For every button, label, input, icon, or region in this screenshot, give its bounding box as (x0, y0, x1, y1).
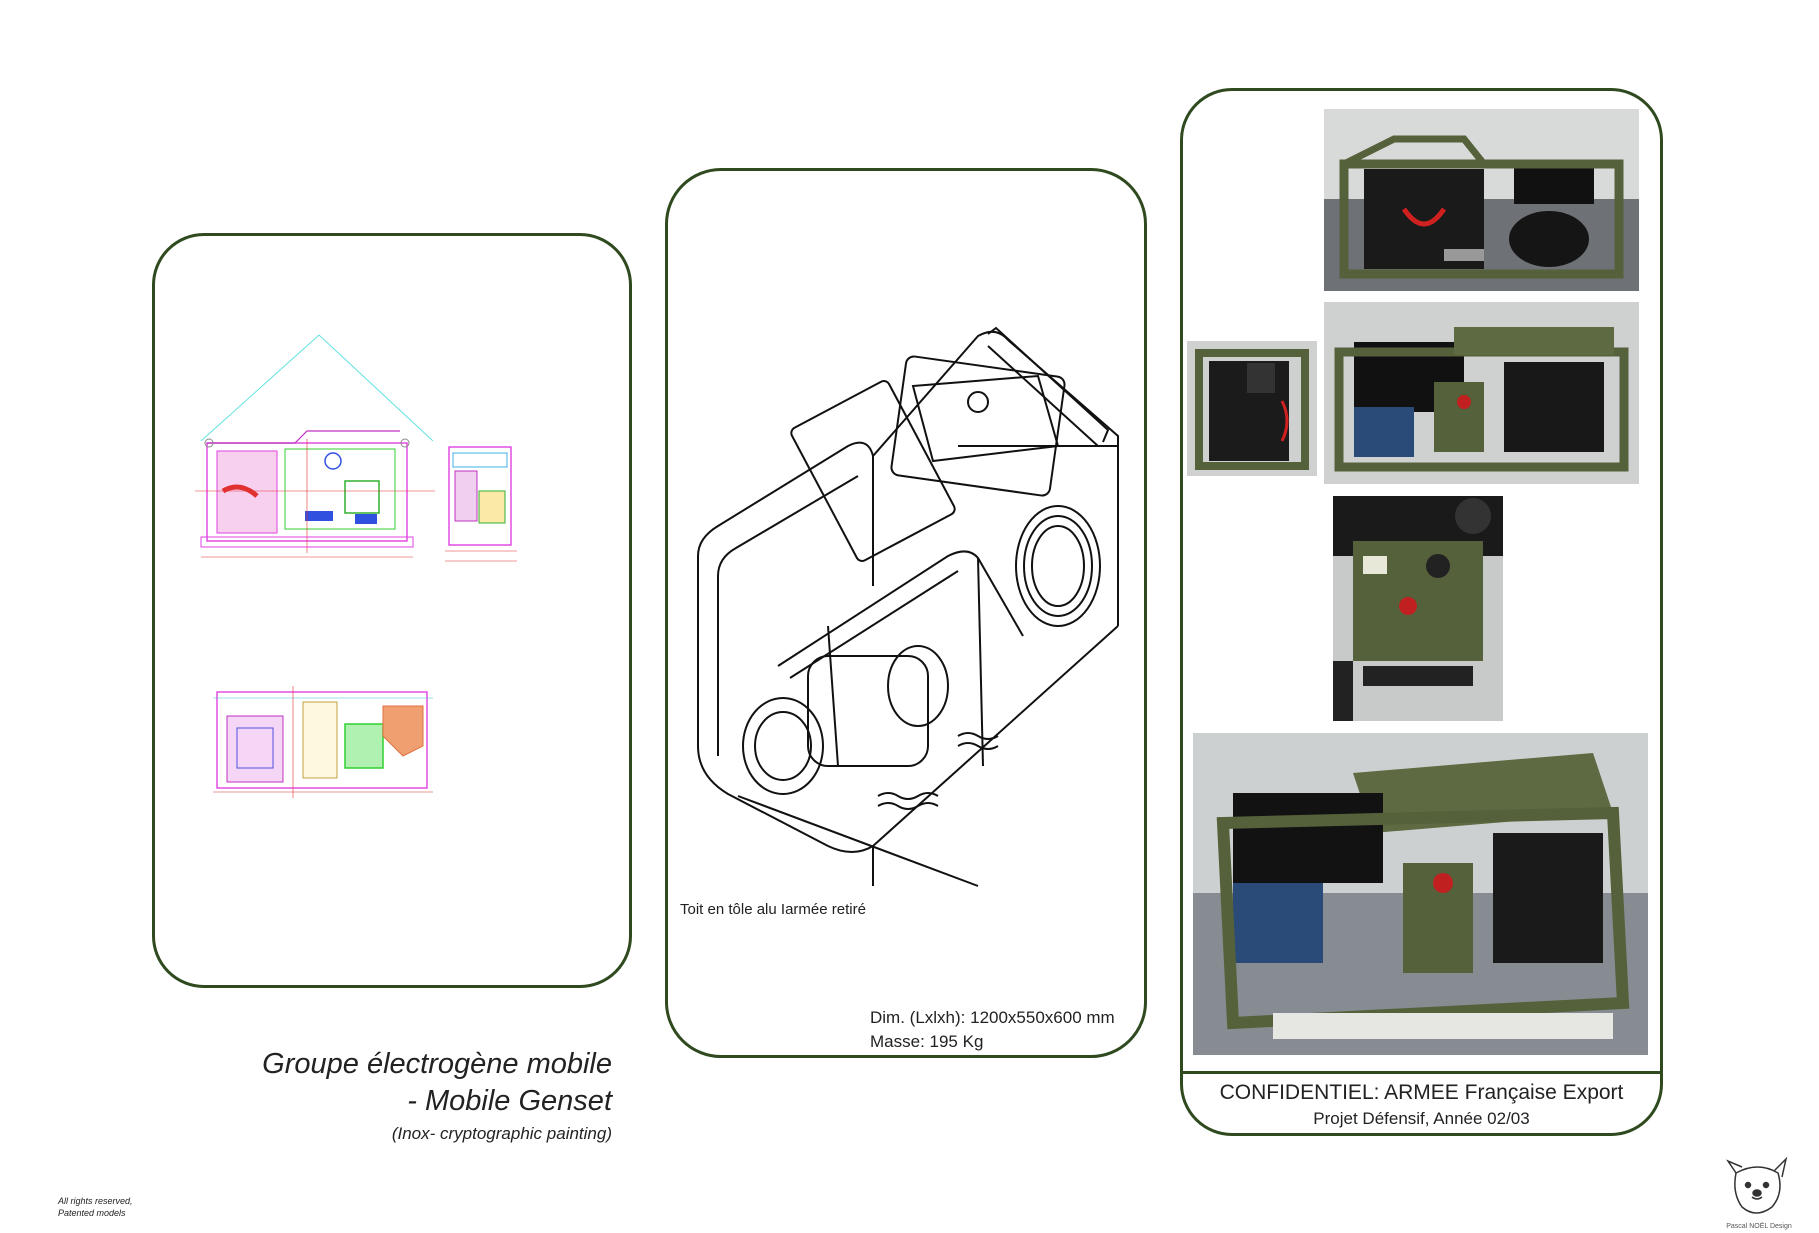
photo-genset-side (1324, 109, 1639, 291)
cad-top-view (213, 686, 433, 798)
cad-side-view (195, 334, 435, 558)
project-label: Projet Défensif, Année 02/03 (1313, 1109, 1530, 1128)
mass-text: Masse: 195 Kg (870, 1032, 984, 1051)
photo-panel: CONFIDENTIEL: ARMEE Française Export Pro… (1180, 88, 1663, 1136)
photo-control-panel (1333, 496, 1503, 721)
photo-genset-with-roof (1193, 733, 1648, 1055)
rights-line2: Patented models (58, 1208, 126, 1218)
page-subtitle: (Inox- cryptographic painting) (391, 1124, 612, 1143)
page-title-line1: Groupe électrogène mobile (262, 1048, 612, 1080)
drawing-caption: Toit en tôle alu Iarmée retiré (680, 901, 866, 918)
photo-genset-front (1324, 302, 1639, 484)
confidential-divider (1183, 1071, 1660, 1074)
dimensions-text: Dim. (Lxlxh): 1200x550x600 mm (870, 1008, 1115, 1027)
logo-caption: Pascal NOËL Design (1726, 1223, 1792, 1230)
cad-end-view (445, 446, 517, 562)
photo-genset-end (1187, 341, 1317, 476)
cad-drawings-panel (152, 233, 632, 988)
technical-drawing-panel: Toit en tôle alu Iarmée retiré Dim. (Lxl… (665, 168, 1147, 1058)
confidential-label: CONFIDENTIEL: ARMEE Française Export (1219, 1081, 1624, 1104)
rights-line1: All rights reserved, (58, 1196, 133, 1206)
page-title-line2: - Mobile Genset (407, 1085, 612, 1117)
genset-line-drawing (697, 326, 1119, 887)
dog-head-logo-icon (1725, 1156, 1788, 1214)
